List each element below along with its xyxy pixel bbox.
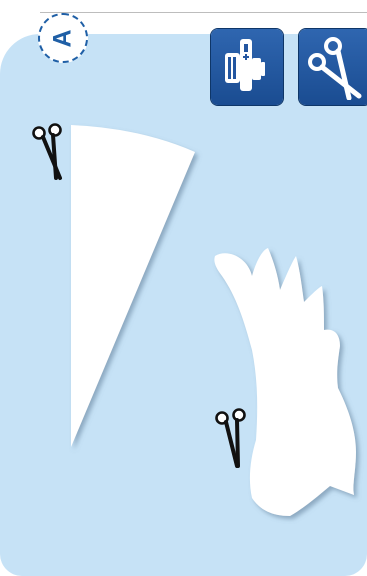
scissors-icon bbox=[308, 37, 362, 100]
step-badge: A bbox=[38, 13, 88, 63]
scissors-button[interactable] bbox=[299, 29, 367, 105]
presser-foot-icon bbox=[225, 39, 265, 91]
scissors-icon bbox=[32, 123, 62, 180]
top-divider bbox=[40, 12, 367, 13]
presser-foot-button[interactable] bbox=[211, 29, 283, 105]
scissors-icon bbox=[215, 408, 246, 468]
